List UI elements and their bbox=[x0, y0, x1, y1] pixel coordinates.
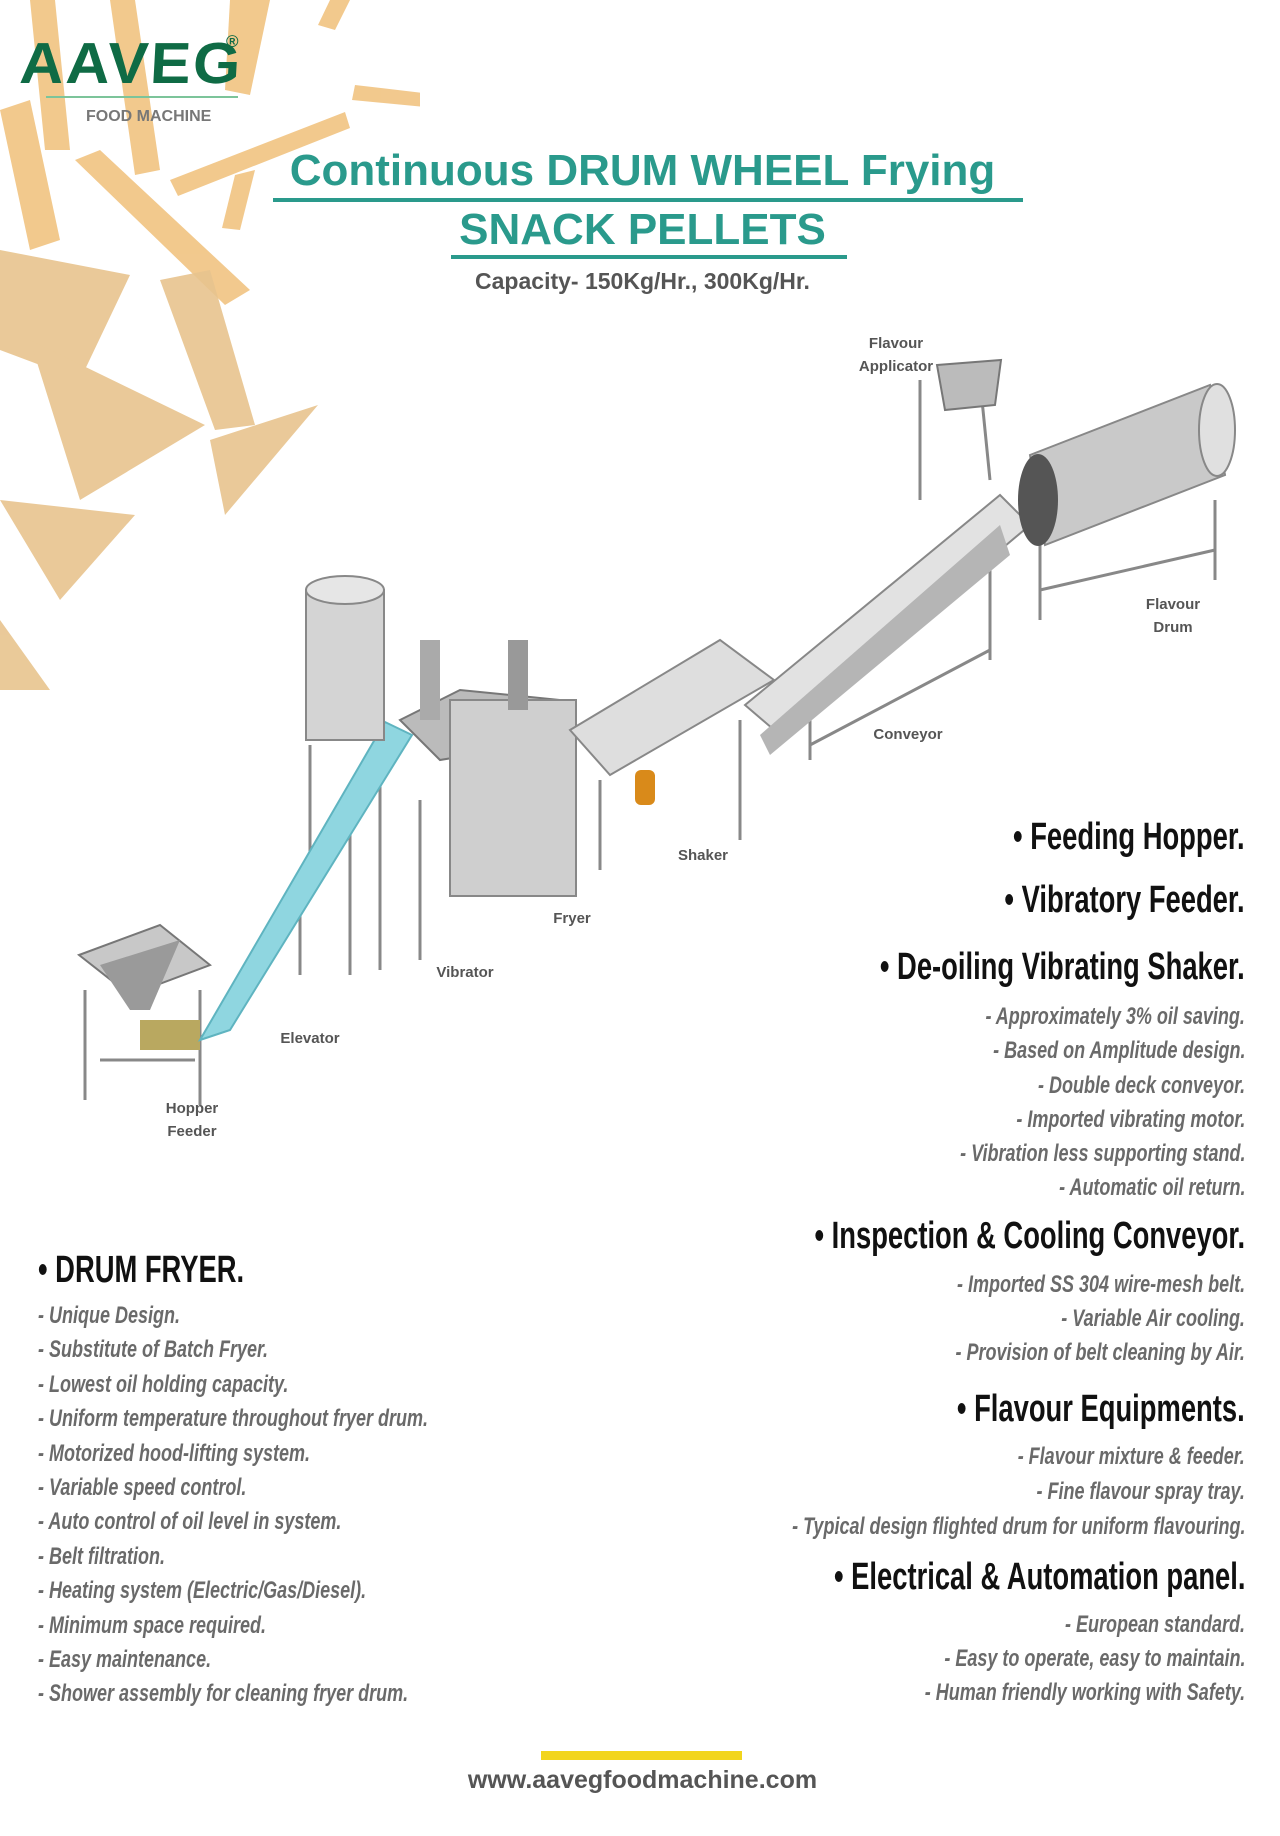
feature-item: - Approximately 3% oil saving. bbox=[985, 1003, 1245, 1030]
feature-item: - Unique Design. bbox=[38, 1302, 181, 1329]
section-heading: • Inspection & Cooling Conveyor. bbox=[814, 1215, 1245, 1257]
section-heading: • Flavour Equipments. bbox=[957, 1388, 1245, 1430]
fryer bbox=[398, 640, 577, 897]
feature-item: - Typical design flighted drum for unifo… bbox=[791, 1513, 1245, 1540]
feature-item: - Variable Air cooling. bbox=[1061, 1305, 1245, 1332]
flavour-drum bbox=[1018, 383, 1236, 547]
label-conveyor: Conveyor bbox=[873, 726, 943, 743]
section-heading: • Feeding Hopper. bbox=[1013, 816, 1245, 858]
label-hopper-feeder: Hopper Feeder bbox=[165, 1100, 219, 1140]
label-elevator: Elevator bbox=[280, 1030, 340, 1047]
label-vibrator: Vibrator bbox=[436, 964, 494, 981]
title-line-1: Continuous DRUM WHEEL Frying bbox=[289, 146, 996, 195]
feature-item: - Easy to operate, easy to maintain. bbox=[943, 1645, 1245, 1672]
logo-divider bbox=[46, 96, 238, 98]
feature-item: - Automatic oil return. bbox=[1058, 1174, 1245, 1201]
oil-silo bbox=[305, 575, 385, 741]
website-url[interactable]: www.aavegfoodmachine.com bbox=[467, 1766, 818, 1794]
feature-item: - Easy maintenance. bbox=[38, 1646, 212, 1673]
feature-item: - European standard. bbox=[1064, 1611, 1245, 1638]
registered-mark: ® bbox=[226, 32, 239, 51]
feature-item: - Fine flavour spray tray. bbox=[1036, 1478, 1245, 1505]
feature-item: - Heating system (Electric/Gas/Diesel). bbox=[38, 1577, 367, 1605]
feature-item: - Provision of belt cleaning by Air. bbox=[955, 1339, 1245, 1366]
feature-item: - Auto control of oil level in system. bbox=[38, 1508, 342, 1536]
feature-item: - Uniform temperature throughout fryer d… bbox=[38, 1405, 429, 1433]
footer-accent-bar bbox=[541, 1751, 742, 1760]
feature-item: - Double deck conveyor. bbox=[1037, 1072, 1245, 1099]
title-underline-2 bbox=[451, 255, 847, 259]
feature-item: - Imported vibrating motor. bbox=[1015, 1106, 1245, 1133]
snack-background-image bbox=[0, 0, 420, 690]
section-heading: • Electrical & Automation panel. bbox=[833, 1556, 1245, 1598]
production-line-diagram bbox=[76, 358, 1236, 1105]
feature-item: - Vibration less supporting stand. bbox=[959, 1140, 1245, 1167]
feature-item: - Based on Amplitude design. bbox=[992, 1037, 1245, 1064]
hopper-feeder bbox=[76, 923, 212, 1050]
flavour-applicator bbox=[935, 358, 1003, 412]
section-heading: • De-oiling Vibrating Shaker. bbox=[880, 946, 1245, 988]
section-heading: • DRUM FRYER. bbox=[38, 1249, 245, 1291]
elevator-belt bbox=[197, 720, 414, 1042]
feature-item: - Flavour mixture & feeder. bbox=[1017, 1443, 1245, 1470]
capacity-text: Capacity- 150Kg/Hr., 300Kg/Hr. bbox=[475, 268, 810, 294]
feature-item: - Variable speed control. bbox=[38, 1474, 247, 1501]
label-flavour-applicator: Flavour Applicator bbox=[858, 335, 934, 375]
title-line-2: SNACK PELLETS bbox=[459, 205, 826, 254]
inclined-conveyor bbox=[743, 493, 1032, 755]
section-heading: • Vibratory Feeder. bbox=[1004, 879, 1245, 921]
feature-item: - Substitute of Batch Fryer. bbox=[38, 1336, 269, 1364]
feature-item: - Lowest oil holding capacity. bbox=[38, 1370, 289, 1398]
title-underline-1 bbox=[273, 198, 1023, 202]
label-shaker: Shaker bbox=[677, 847, 729, 864]
feature-item: - Motorized hood-lifting system. bbox=[38, 1439, 310, 1467]
label-flavour-drum: Flavour Drum bbox=[1145, 596, 1201, 636]
feature-item: - Belt filtration. bbox=[38, 1542, 165, 1570]
feature-item: - Imported SS 304 wire-mesh belt. bbox=[956, 1271, 1245, 1298]
label-fryer: Fryer bbox=[553, 910, 591, 927]
feature-item: - Shower assembly for cleaning fryer dru… bbox=[38, 1680, 409, 1708]
feature-item: - Human friendly working with Safety. bbox=[924, 1679, 1245, 1706]
feature-item: - Minimum space required. bbox=[38, 1611, 267, 1639]
logo-tagline: FOOD MACHINE bbox=[86, 108, 212, 125]
